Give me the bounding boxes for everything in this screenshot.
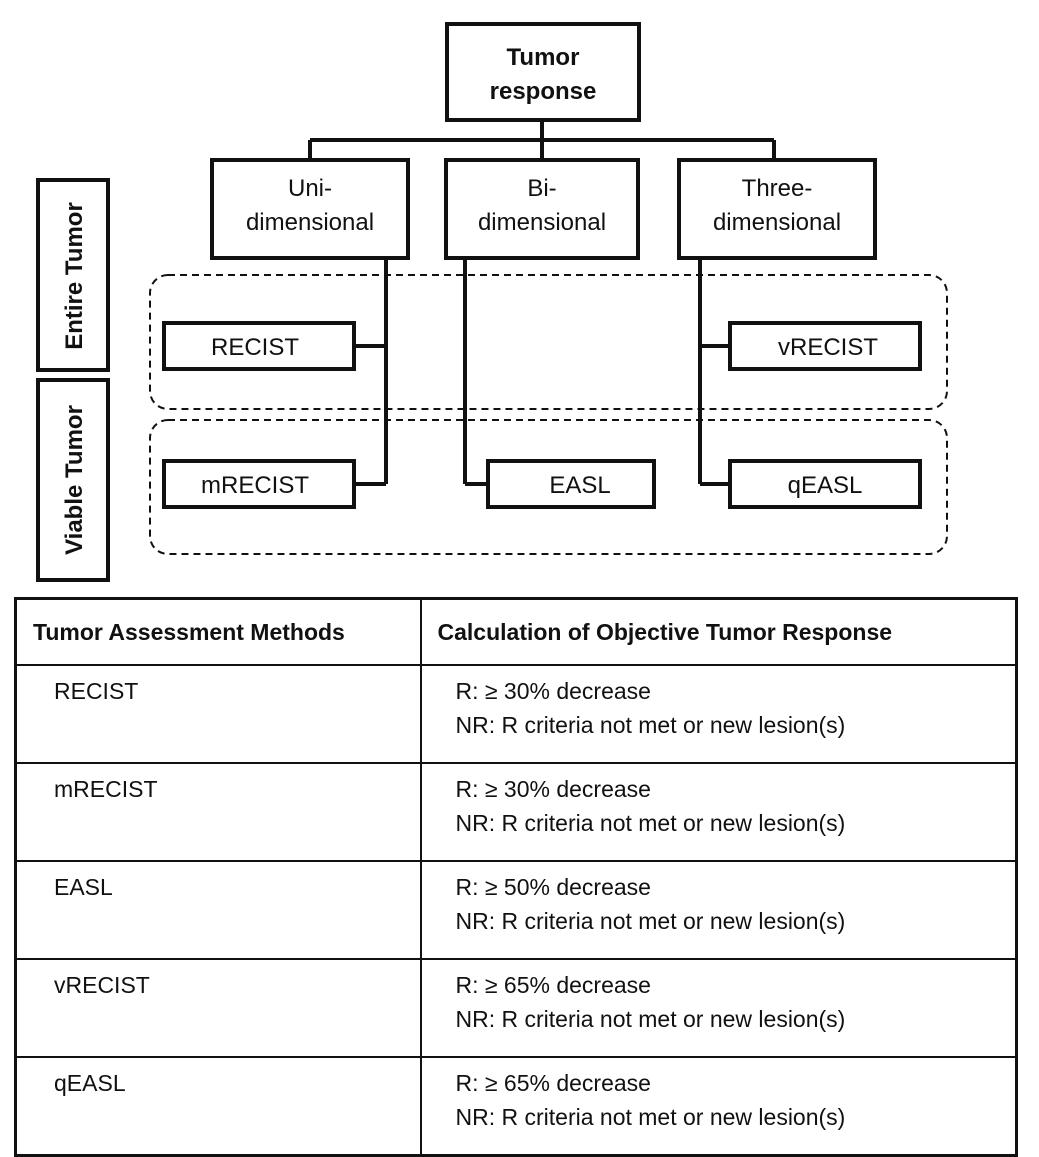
calculation-cell: R: ≥ 30% decrease NR: R criteria not met… xyxy=(419,762,1018,862)
method-cell: mRECIST xyxy=(14,762,422,862)
qeasl-label: qEASL xyxy=(788,472,863,499)
bi-dimensional-line2: dimensional xyxy=(478,209,606,236)
calculation-cell: R: ≥ 65% decrease NR: R criteria not met… xyxy=(419,1056,1018,1157)
method-node-recist: RECIST xyxy=(162,321,356,371)
entire-tumor-label: Entire Tumor xyxy=(61,202,88,350)
method-node-mrecist: mRECIST xyxy=(162,459,356,509)
non-response-criterion: NR: R criteria not met or new lesion(s) xyxy=(455,712,846,738)
method-cell: vRECIST xyxy=(14,958,422,1058)
calculation-cell: R: ≥ 65% decrease NR: R criteria not met… xyxy=(419,958,1018,1058)
table-row: vRECIST R: ≥ 65% decrease NR: R criteria… xyxy=(14,958,1018,1058)
table-row: RECIST R: ≥ 30% decrease NR: R criteria … xyxy=(14,664,1018,764)
method-cell: RECIST xyxy=(14,664,422,764)
calculation-cell: R: ≥ 50% decrease NR: R criteria not met… xyxy=(419,860,1018,960)
header-methods: Tumor Assessment Methods xyxy=(14,597,422,666)
assessment-criteria-table: Tumor Assessment Methods Calculation of … xyxy=(14,597,1018,1157)
node-bi-dimensional: Bi- dimensional xyxy=(444,158,640,260)
method-cell: qEASL xyxy=(14,1056,422,1157)
table-row: mRECIST R: ≥ 30% decrease NR: R criteria… xyxy=(14,762,1018,862)
uni-dimensional-line1: Uni- xyxy=(288,175,332,202)
side-label-viable-tumor: Viable Tumor xyxy=(36,378,110,582)
viable-tumor-region xyxy=(149,419,948,555)
recist-label: RECIST xyxy=(211,334,299,361)
side-label-entire-tumor: Entire Tumor xyxy=(36,178,110,372)
method-cell: EASL xyxy=(14,860,422,960)
mrecist-label: mRECIST xyxy=(201,472,309,499)
connector-lines xyxy=(308,120,776,486)
response-criterion: R: ≥ 30% decrease xyxy=(455,678,651,704)
node-three-dimensional: Three- dimensional xyxy=(677,158,877,260)
table-row: qEASL R: ≥ 65% decrease NR: R criteria n… xyxy=(14,1056,1018,1157)
easl-label: EASL xyxy=(549,472,610,499)
header-calculation: Calculation of Objective Tumor Response xyxy=(419,597,1018,666)
non-response-criterion: NR: R criteria not met or new lesion(s) xyxy=(455,1006,846,1032)
root-node-tumor-response: Tumor response xyxy=(445,22,641,122)
entire-tumor-region xyxy=(149,274,948,410)
response-criterion: R: ≥ 50% decrease xyxy=(455,874,651,900)
non-response-criterion: NR: R criteria not met or new lesion(s) xyxy=(455,1104,846,1130)
uni-dimensional-line2: dimensional xyxy=(246,209,374,236)
node-uni-dimensional: Uni- dimensional xyxy=(210,158,410,260)
root-label-line2: response xyxy=(490,78,597,105)
non-response-criterion: NR: R criteria not met or new lesion(s) xyxy=(455,810,846,836)
response-criterion: R: ≥ 30% decrease xyxy=(455,776,651,802)
response-criterion: R: ≥ 65% decrease xyxy=(455,1070,651,1096)
table-row: EASL R: ≥ 50% decrease NR: R criteria no… xyxy=(14,860,1018,960)
table-header-row: Tumor Assessment Methods Calculation of … xyxy=(14,597,1018,666)
response-criterion: R: ≥ 65% decrease xyxy=(455,972,651,998)
bi-dimensional-line1: Bi- xyxy=(527,175,556,202)
tumor-response-diagram: Tumor response Uni- dimensional Bi- dime… xyxy=(36,22,948,582)
non-response-criterion: NR: R criteria not met or new lesion(s) xyxy=(455,908,846,934)
method-node-qeasl: qEASL xyxy=(728,459,922,509)
calculation-cell: R: ≥ 30% decrease NR: R criteria not met… xyxy=(419,664,1018,764)
viable-tumor-label: Viable Tumor xyxy=(61,405,88,555)
root-label-line1: Tumor xyxy=(507,44,580,71)
method-node-vrecist: vRECIST xyxy=(728,321,922,371)
vrecist-label: vRECIST xyxy=(778,334,878,361)
three-dimensional-line1: Three- xyxy=(742,175,813,202)
three-dimensional-line2: dimensional xyxy=(713,209,841,236)
method-node-easl: EASL xyxy=(486,459,656,509)
